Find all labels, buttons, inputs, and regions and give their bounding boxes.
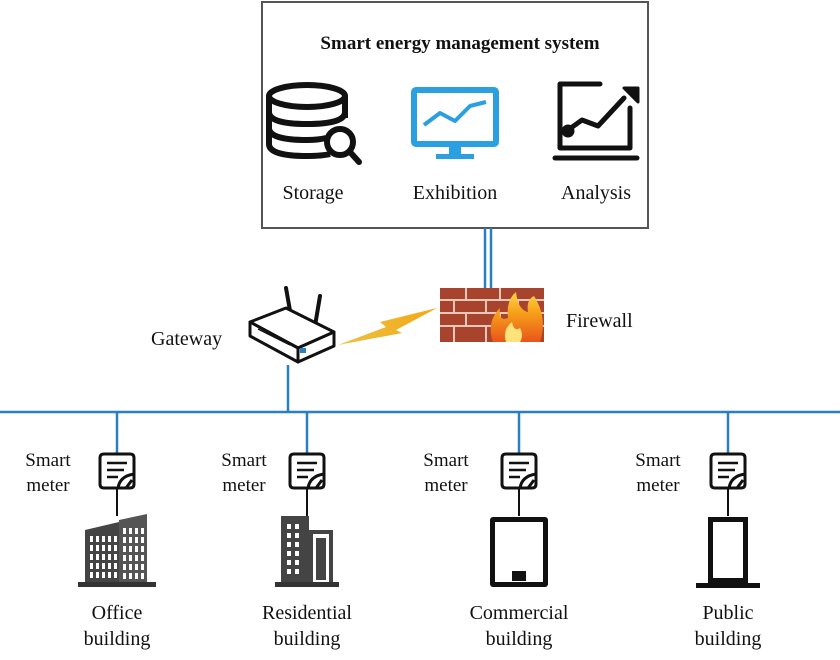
smart-meter-icon	[709, 452, 747, 490]
commercial-building-icon	[490, 517, 548, 587]
trend-analysis-icon	[552, 81, 640, 161]
system-title: Smart energy management system	[320, 33, 599, 54]
gateway-label: Gateway	[151, 328, 222, 350]
system-box-border	[261, 1, 649, 229]
building-label: building	[274, 628, 341, 650]
database-search-icon	[266, 82, 362, 165]
monitor-chart-icon	[411, 87, 499, 159]
system-box: Smart energy management system Storage E…	[261, 1, 649, 229]
building-label: building	[84, 628, 151, 650]
lightning-bolt-icon	[338, 308, 437, 345]
smart-meter-label: Smart	[635, 450, 681, 471]
building-label: Public	[702, 602, 753, 624]
smart-meter-icon	[288, 452, 326, 490]
residential-building-icon	[275, 516, 339, 587]
building-label: Commercial	[470, 602, 569, 624]
smart-meter-label: Smart	[423, 450, 469, 471]
office-building-icon	[78, 514, 156, 587]
firewall-icon	[440, 288, 544, 342]
firewall-label: Firewall	[566, 310, 633, 332]
module-label-analysis: Analysis	[561, 182, 631, 204]
smart-meter-icon	[500, 452, 538, 490]
public-building-icon	[696, 517, 760, 588]
smart-meter-icon	[98, 452, 136, 490]
building-label: Office	[92, 602, 143, 624]
building-label: building	[695, 628, 762, 650]
building-label: Residential	[262, 602, 352, 624]
smart-meter-label: meter	[222, 475, 266, 496]
module-label-exhibition: Exhibition	[413, 182, 497, 204]
system-firewall-link	[483, 228, 493, 288]
smart-meter-label: Smart	[25, 450, 71, 471]
gateway-router-icon	[248, 286, 336, 412]
module-label-storage: Storage	[282, 182, 343, 204]
smart-meter-label: meter	[26, 475, 70, 496]
smart-meter-label: Smart	[221, 450, 267, 471]
building-label: building	[486, 628, 553, 650]
smart-meter-label: meter	[636, 475, 680, 496]
smart-meter-label: meter	[424, 475, 468, 496]
